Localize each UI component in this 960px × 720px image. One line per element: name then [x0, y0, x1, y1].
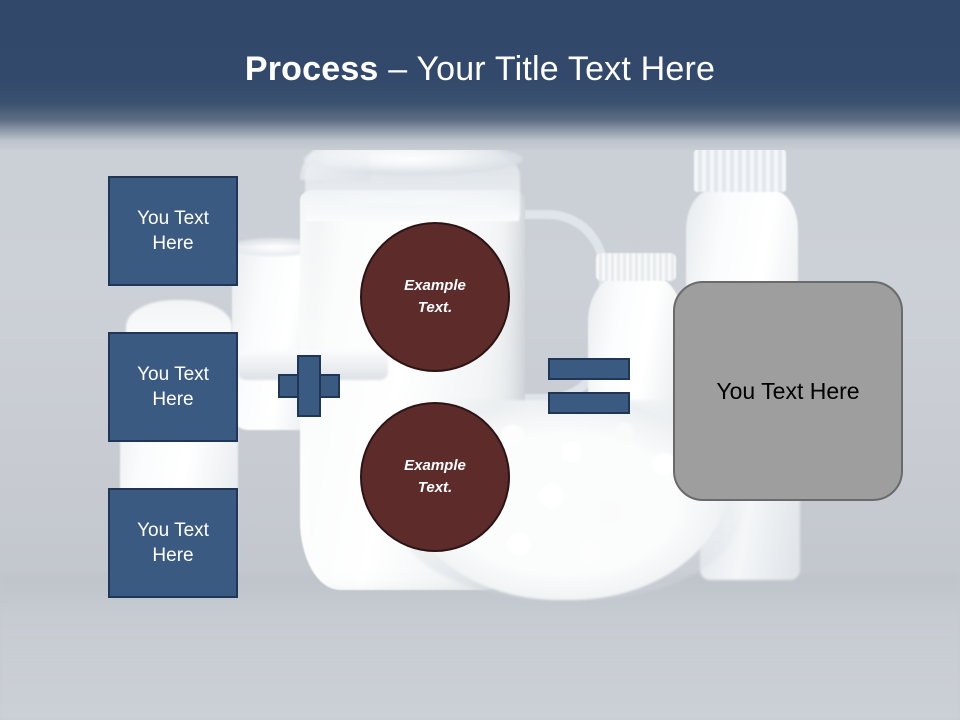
example-circle-1-line1: Example	[404, 276, 466, 294]
header-band	[0, 0, 960, 150]
yogurt-bottle-middle-cap-icon	[596, 253, 676, 281]
example-circle-2[interactable]: Example Text.	[360, 402, 510, 552]
equals-icon-top-bar	[548, 358, 630, 380]
input-box-3-label: You Text Here	[137, 519, 209, 566]
input-box-3[interactable]: You Text Here	[108, 488, 238, 598]
page-title-strong: Process	[244, 50, 379, 88]
example-circle-1-line2: Text.	[417, 299, 453, 316]
milk-glass-rim-icon	[230, 238, 320, 256]
result-box[interactable]: You Text Here	[673, 281, 903, 501]
example-circle-2-line2: Text.	[417, 479, 453, 496]
result-box-label: You Text Here	[716, 377, 860, 404]
input-box-1[interactable]: You Text Here	[108, 176, 238, 286]
input-box-2[interactable]: You Text Here	[108, 332, 238, 442]
example-circle-1[interactable]: Example Text.	[360, 222, 510, 372]
equals-icon	[548, 358, 630, 414]
plus-icon-center-fill	[299, 376, 319, 396]
example-circle-2-line1: Example	[404, 456, 466, 474]
page-title: Process – Your Title Text Here	[0, 50, 960, 89]
plus-icon	[278, 355, 340, 417]
input-box-2-label: You Text Here	[137, 363, 209, 410]
table-surface	[0, 575, 960, 720]
input-box-1-label: You Text Here	[137, 207, 209, 254]
equals-icon-bottom-bar	[548, 392, 630, 414]
milk-bottle-right-cap-icon	[694, 148, 786, 192]
page-title-rest: – Your Title Text Here	[378, 50, 716, 88]
